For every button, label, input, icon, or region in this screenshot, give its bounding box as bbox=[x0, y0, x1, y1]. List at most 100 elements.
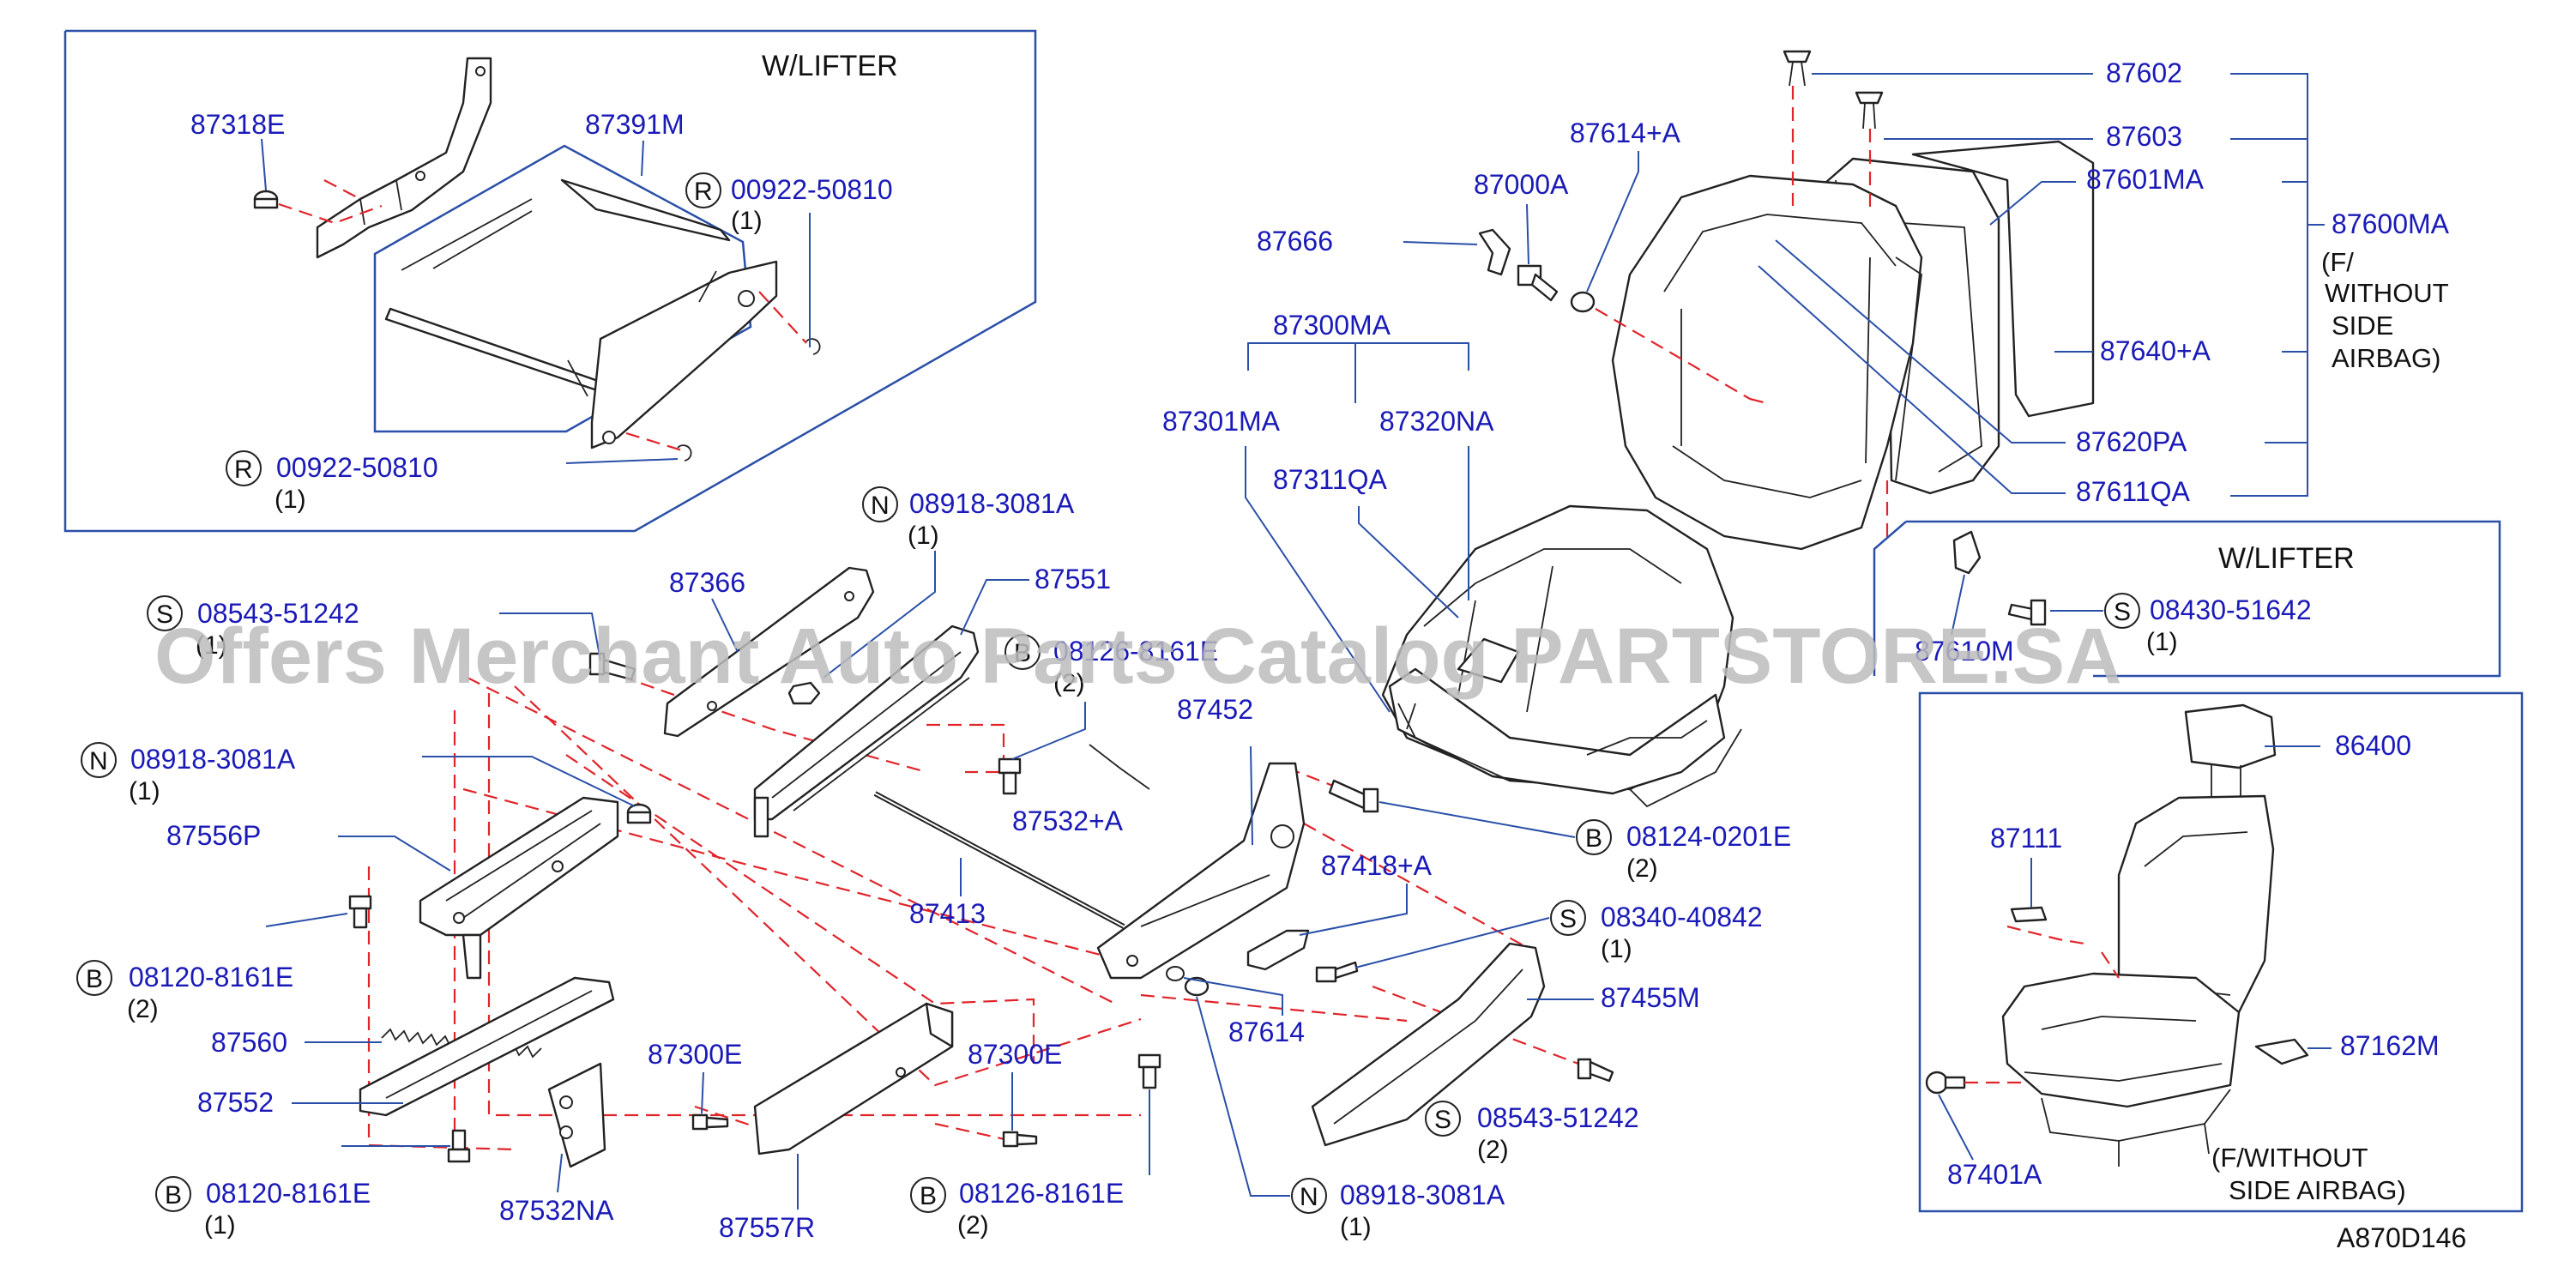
label-87300E-a[interactable]: 87300E bbox=[648, 1039, 742, 1070]
nut-08918-b-part bbox=[626, 803, 652, 824]
label-87318E[interactable]: 87318E bbox=[190, 109, 285, 140]
callout-b-d-letter: B bbox=[920, 1182, 937, 1210]
callout-s-a-circle bbox=[147, 595, 183, 631]
label-08543-51242-b[interactable]: 08543-51242 bbox=[1477, 1102, 1639, 1133]
label-87111[interactable]: 87111 bbox=[1990, 823, 2062, 854]
cover-87162M-part bbox=[2254, 1038, 2309, 1065]
hook-87666-part bbox=[1478, 228, 1511, 276]
seatback-assembly: 87602 87603 87601MA 87640+A 87620PA 8761… bbox=[1257, 50, 2450, 626]
label-87614A[interactable]: 87614+A bbox=[1570, 118, 1681, 148]
label-87601MA[interactable]: 87601MA bbox=[2086, 164, 2205, 195]
label-08124-0201E[interactable]: 08124-0201E bbox=[1626, 821, 1791, 852]
note-assembly-line1: (F/ bbox=[2321, 247, 2354, 277]
label-87552[interactable]: 87552 bbox=[197, 1087, 274, 1118]
callout-b-c-circle bbox=[155, 1176, 191, 1212]
callout-r-top-circle bbox=[685, 172, 721, 208]
label-87620PA[interactable]: 87620PA bbox=[2076, 426, 2187, 457]
note-inset-line2: SIDE AIRBAG) bbox=[2229, 1175, 2406, 1205]
label-08918-3081A-a[interactable]: 08918-3081A bbox=[909, 488, 1075, 519]
pin-87300E-b-part bbox=[1002, 1131, 1038, 1148]
callout-r-bottom-letter: R bbox=[234, 456, 253, 484]
bolt-08126-b-part bbox=[1137, 1053, 1161, 1089]
label-00922-50810-top[interactable]: 00922-50810 bbox=[731, 174, 893, 205]
label-87551[interactable]: 87551 bbox=[1035, 564, 1111, 594]
callout-b-e-circle bbox=[1576, 819, 1612, 855]
label-08918-3081A-b[interactable]: 08918-3081A bbox=[130, 744, 296, 775]
bolt-08124-part bbox=[1328, 779, 1379, 813]
label-87603[interactable]: 87603 bbox=[2106, 121, 2182, 152]
bolt-08126-a-part bbox=[998, 757, 1022, 795]
label-08430-51642[interactable]: 08430-51642 bbox=[2150, 594, 2312, 625]
label-00922-50810-bottom[interactable]: 00922-50810 bbox=[276, 452, 438, 483]
wire-87532A-part bbox=[1089, 744, 1150, 790]
callout-n-b-circle bbox=[81, 742, 117, 778]
label-87401A[interactable]: 87401A bbox=[1947, 1159, 2042, 1190]
bracket-87556P-part bbox=[419, 796, 619, 980]
label-87560[interactable]: 87560 bbox=[211, 1027, 287, 1058]
headrest-86400-part bbox=[2184, 703, 2277, 769]
label-87532NA[interactable]: 87532NA bbox=[499, 1195, 614, 1226]
label-87418A[interactable]: 87418+A bbox=[1321, 850, 1433, 881]
qty-08340-40842: (1) bbox=[1601, 935, 1632, 963]
callout-b-b-circle bbox=[76, 960, 112, 996]
label-87300E-b[interactable]: 87300E bbox=[968, 1039, 1062, 1070]
label-87301MA[interactable]: 87301MA bbox=[1162, 406, 1281, 437]
label-87640A[interactable]: 87640+A bbox=[2100, 335, 2211, 366]
qty-00922-50810-top: (1) bbox=[731, 207, 763, 235]
label-87600MA[interactable]: 87600MA bbox=[2332, 208, 2450, 239]
callout-b-d-circle bbox=[910, 1177, 946, 1213]
bolt-08120-b-part bbox=[447, 1129, 471, 1163]
qty-08543-51242-b: (2) bbox=[1477, 1136, 1509, 1164]
callout-s-b-circle bbox=[1550, 900, 1586, 936]
label-08918-3081A-c[interactable]: 08918-3081A bbox=[1340, 1179, 1505, 1210]
label-87000A[interactable]: 87000A bbox=[1474, 169, 1569, 200]
label-87413[interactable]: 87413 bbox=[909, 898, 986, 929]
label-87556P[interactable]: 87556P bbox=[166, 820, 261, 851]
callout-n-b-letter: N bbox=[89, 747, 108, 775]
label-87614-lower[interactable]: 87614 bbox=[1228, 1017, 1305, 1047]
washer-87614-part bbox=[1166, 966, 1210, 997]
label-87320NA[interactable]: 87320NA bbox=[1379, 406, 1494, 437]
wire-87532NA-part bbox=[547, 1062, 606, 1168]
callout-n-c-letter: N bbox=[1300, 1183, 1318, 1211]
callout-s-c-circle bbox=[1425, 1101, 1461, 1137]
qty-08120-8161E-a: (2) bbox=[127, 995, 159, 1023]
label-08543-51242-a[interactable]: 08543-51242 bbox=[197, 598, 359, 629]
label-87162M[interactable]: 87162M bbox=[2340, 1030, 2440, 1061]
label-87366[interactable]: 87366 bbox=[669, 567, 745, 598]
callout-r-top-letter: R bbox=[694, 178, 713, 206]
label-08126-8161E-a[interactable]: 08126-8161E bbox=[1053, 636, 1218, 667]
rail-87551-part bbox=[753, 624, 980, 838]
label-87455M[interactable]: 87455M bbox=[1601, 982, 1700, 1013]
label-87311QA[interactable]: 87311QA bbox=[1273, 464, 1388, 495]
label-87532A[interactable]: 87532+A bbox=[1012, 805, 1124, 836]
qty-08430-51642: (1) bbox=[2146, 628, 2178, 656]
callout-r-bottom-circle bbox=[226, 450, 262, 486]
lifter-inner-outline bbox=[373, 144, 752, 433]
label-86400[interactable]: 86400 bbox=[2335, 730, 2411, 761]
label-08120-8161E-a[interactable]: 08120-8161E bbox=[129, 962, 293, 992]
lifter-frame-callout-box: W/LIFTER bbox=[63, 29, 1037, 533]
label-87602[interactable]: 87602 bbox=[2106, 57, 2182, 88]
note-assembly-line3: SIDE bbox=[2332, 311, 2393, 341]
label-87611QA[interactable]: 87611QA bbox=[2076, 476, 2191, 507]
label-87666[interactable]: 87666 bbox=[1257, 226, 1333, 256]
label-87452[interactable]: 87452 bbox=[1177, 694, 1253, 725]
label-87610M[interactable]: 87610M bbox=[1915, 636, 2014, 667]
lifter-header-top-left: W/LIFTER bbox=[762, 50, 898, 82]
label-87391M[interactable]: 87391M bbox=[585, 109, 685, 140]
bolt-87000A-part bbox=[1517, 264, 1559, 302]
label-87300MA[interactable]: 87300MA bbox=[1273, 310, 1391, 341]
label-87557R[interactable]: 87557R bbox=[719, 1212, 815, 1243]
label-08126-8161E-b[interactable]: 08126-8161E bbox=[959, 1178, 1124, 1209]
bolt-87401A-part bbox=[1925, 1071, 1966, 1095]
nut-87318E-part bbox=[253, 190, 279, 209]
watermark-text: Offers Merchant Auto Parts Catalog PARTS… bbox=[154, 612, 2122, 700]
label-08340-40842[interactable]: 08340-40842 bbox=[1601, 902, 1763, 932]
note-assembly-line2: WITHOUT bbox=[2325, 278, 2449, 308]
bracket-87366-part bbox=[663, 566, 875, 738]
callout-s-d-circle bbox=[2104, 593, 2140, 629]
lifter-header-right: W/LIFTER bbox=[2218, 542, 2355, 575]
label-08120-8161E-b[interactable]: 08120-8161E bbox=[206, 1178, 371, 1209]
